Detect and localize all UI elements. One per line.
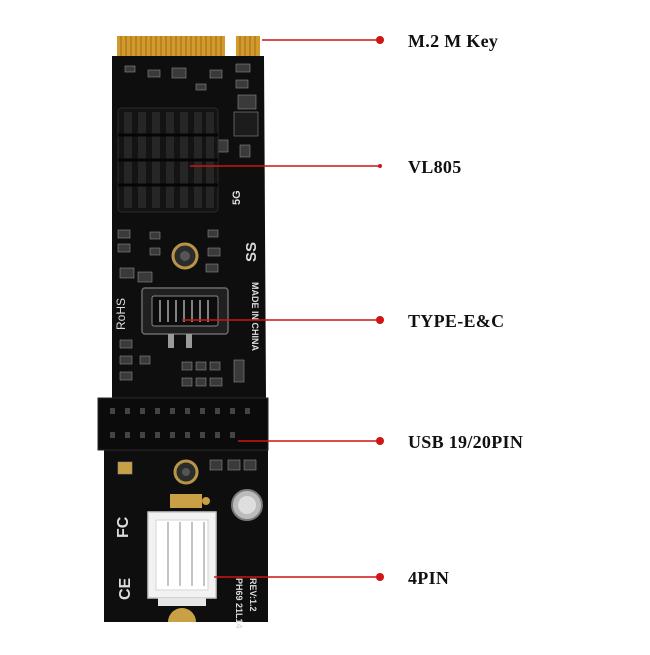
four-pin-connector [147, 494, 217, 606]
board-notch [168, 608, 196, 622]
label-type-e-c: TYPE-E&C [408, 311, 505, 331]
smd-components [117, 63, 259, 475]
revision-marking: REV:1.2 [248, 578, 258, 612]
part-number-marking: PH69 21L14 [234, 578, 244, 629]
callout-leader-lines [182, 39, 380, 578]
type-e-connector [141, 287, 229, 348]
lower-mounting-screw [173, 459, 199, 485]
usb-19-20pin-header [97, 397, 269, 451]
dot-fourpin [376, 573, 384, 581]
vl805-heatsink [117, 107, 219, 213]
five-g-marking: 5G [231, 190, 243, 205]
callout-dots [376, 36, 384, 581]
ce-logo: CE [117, 577, 134, 600]
label-4pin: 4PIN [408, 568, 450, 588]
dot-usb [376, 437, 384, 445]
label-usb-19-20pin: USB 19/20PIN [408, 432, 524, 452]
label-vl805: VL805 [408, 157, 462, 177]
dot-m2 [376, 36, 384, 44]
mounting-screw [171, 242, 199, 270]
made-in-china-marking: MADE IN CHINA [250, 282, 260, 351]
m2-gold-fingers [117, 36, 260, 58]
electrolytic-capacitor [231, 489, 263, 521]
rohs-marking: RoHS [114, 298, 128, 330]
dot-typee [376, 316, 384, 324]
ss-logo-text: SS [243, 242, 260, 262]
dot-vl805 [378, 164, 382, 168]
label-m2-m-key: M.2 M Key [408, 31, 499, 51]
fc-logo: FC [115, 516, 132, 538]
